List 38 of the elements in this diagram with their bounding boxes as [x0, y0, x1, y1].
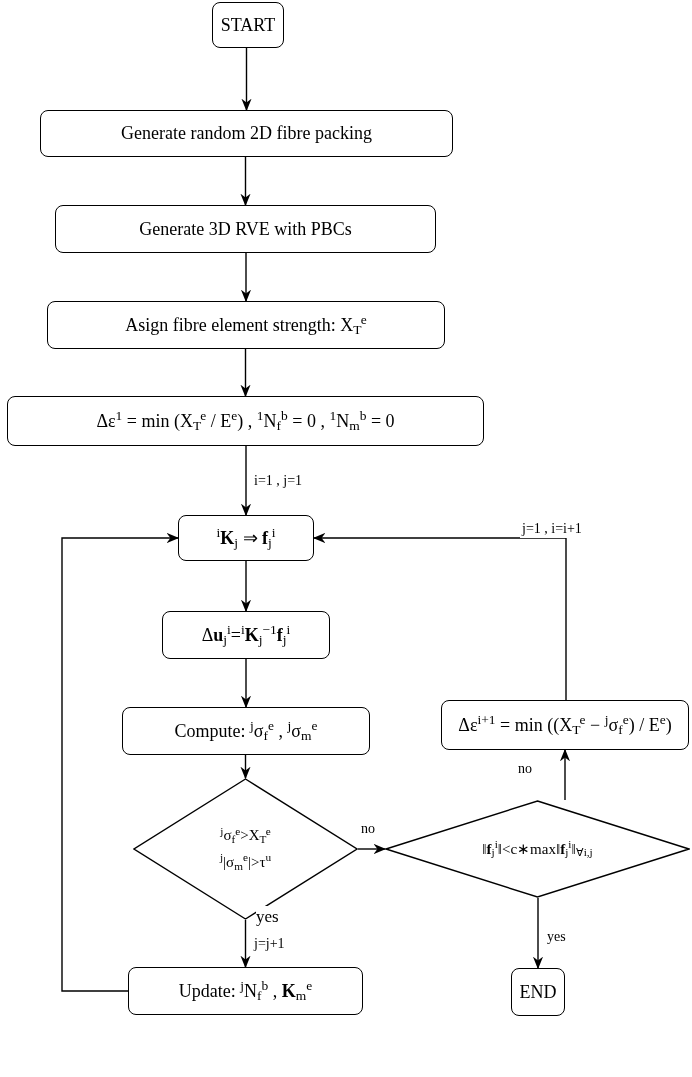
process-box	[162, 611, 330, 659]
process-box	[7, 396, 484, 446]
process-box	[128, 967, 363, 1015]
node-text: $^{j}$|σ$_{m}$$^{e}$|>τ$^{u}$	[219, 853, 272, 872]
arrow	[240, 252, 252, 303]
arrow	[240, 560, 252, 613]
arrow	[240, 754, 251, 780]
terminal-box	[212, 2, 284, 48]
edge-label: j=j+1	[252, 935, 287, 953]
arrow	[240, 445, 252, 517]
process-box	[55, 205, 436, 253]
node-text: END	[519, 980, 557, 1004]
node-text: Δε$^{1}$ = min (X$_{T}$$^{e}$ / E$^{e}$) , $^{1}$N$_{f}$$^{b}$ = 0 , $^{1}$N$_{m}$$^{b}$ = 0	[96, 409, 395, 433]
arrow	[559, 748, 571, 801]
node-text: Generate random 2D fibre packing	[121, 122, 372, 145]
arrow	[312, 532, 567, 701]
process-box	[178, 515, 314, 561]
decision-diamond	[385, 800, 690, 898]
arrow	[61, 532, 180, 992]
edge-label: i=1 , j=1	[252, 472, 305, 490]
process-box	[40, 110, 453, 157]
arrow	[241, 47, 252, 112]
arrow	[532, 897, 544, 970]
node-text: START	[220, 13, 276, 37]
process-box	[122, 707, 370, 755]
process-box	[441, 700, 689, 750]
arrow	[240, 658, 252, 709]
arrow	[240, 919, 251, 969]
arrow	[240, 348, 251, 398]
edge-label: j=1 , i=i+1	[520, 520, 584, 538]
node-text: Generate 3D RVE with PBCs	[139, 217, 352, 241]
node-text: ‖f$_{j}$$^{i}$‖<c∗max‖f$_{j}$$^{i}$‖$_{∀i,j}$	[482, 839, 593, 859]
terminal-box	[511, 968, 565, 1016]
process-box	[47, 301, 445, 349]
arrow	[357, 843, 387, 855]
node-text: Δε$^{i+1}$ = min ((X$_{T}$$^{e}$ − $^{j}$σ$_{f}$$^{e}$) / E$^{e}$)	[458, 713, 672, 737]
arrow	[240, 156, 251, 207]
branch-label: yes	[256, 906, 279, 928]
